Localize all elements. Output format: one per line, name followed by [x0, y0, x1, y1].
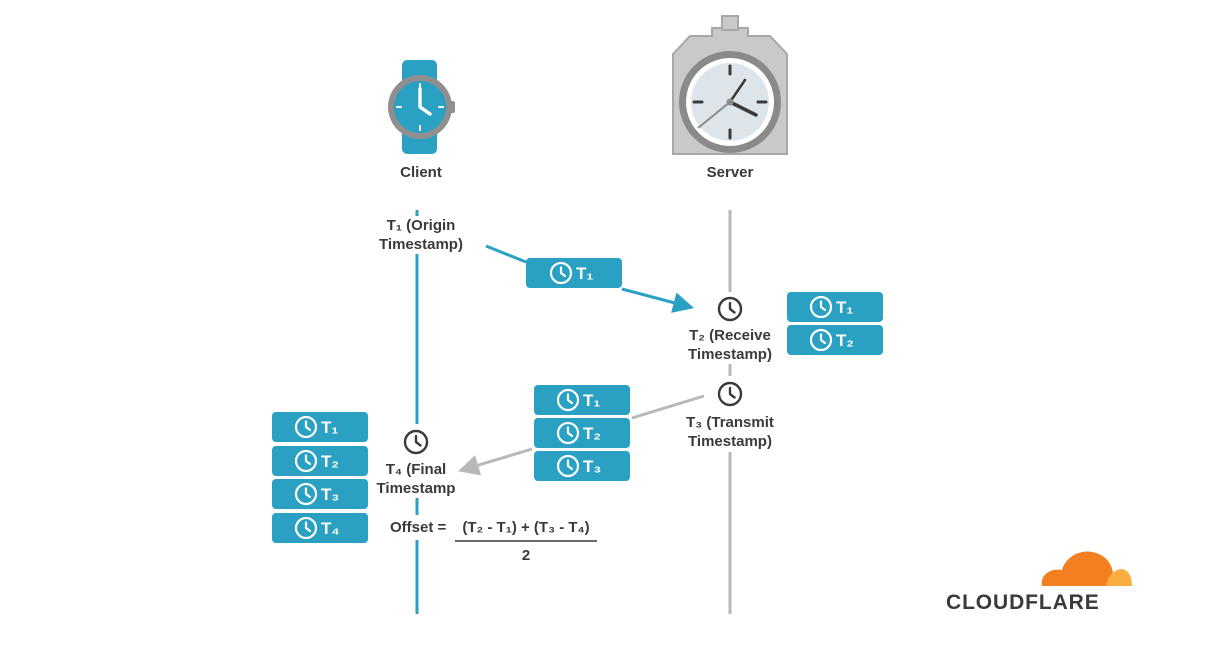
response-packet-badge-t2: T₂ — [534, 418, 630, 448]
svg-text:T₁: T₁ — [321, 418, 338, 437]
formula-denominator: 2 — [522, 547, 530, 564]
server-label: Server — [707, 164, 754, 181]
t2-event-label-line2: Timestamp) — [688, 346, 772, 363]
client-label: Client — [400, 164, 442, 181]
svg-text:T₁: T₁ — [836, 298, 853, 317]
t2-event-label: T₂ (Receive — [689, 327, 771, 344]
t3-clock-icon — [717, 381, 743, 407]
svg-text:T₁: T₁ — [576, 264, 593, 283]
svg-text:T₁: T₁ — [583, 391, 600, 410]
t4-clock-icon — [403, 429, 429, 455]
request-arrow — [485, 244, 695, 313]
offset-formula: Offset = (T₂ - T₁) + (T₃ - T₄) 2 — [390, 519, 597, 564]
client-stack-badge-t1: T₁ — [272, 412, 368, 442]
svg-text:T₂: T₂ — [836, 331, 854, 350]
server-stack-badge-t1: T₁ — [787, 292, 883, 322]
svg-text:T₂: T₂ — [583, 424, 601, 443]
t4-event-label-line2: Timestamp — [377, 480, 456, 497]
svg-text:T₃: T₃ — [321, 485, 339, 504]
t4-event-label: T₄ (Final — [386, 461, 446, 478]
svg-text:T₃: T₃ — [583, 457, 601, 476]
t3-event-label-line2: Timestamp) — [688, 433, 772, 450]
t2-clock-icon — [717, 296, 743, 322]
cloudflare-wordmark: CLOUDFLARE — [946, 591, 1100, 614]
cloud-icon — [1041, 551, 1132, 586]
formula-numerator: (T₂ - T₁) + (T₃ - T₄) — [462, 519, 589, 536]
t1-event-label: T₁ (Origin — [387, 217, 456, 234]
svg-text:T₂: T₂ — [321, 452, 339, 471]
svg-text:T₄: T₄ — [321, 519, 340, 538]
t3-event-label: T₃ (Transmit — [686, 414, 774, 431]
t1-event-label-line2: Timestamp) — [379, 236, 463, 253]
formula-lhs: Offset = — [390, 519, 447, 536]
response-packet-badge-t1: T₁ — [534, 385, 630, 415]
server-stack-badge-t2: T₂ — [787, 325, 883, 355]
response-packet-badge-t3: T₃ — [534, 451, 630, 481]
client-stack-badge-t3: T₃ — [272, 479, 368, 509]
response-arrow — [457, 394, 705, 476]
client-stack-badge-t2: T₂ — [272, 446, 368, 476]
wristwatch-icon — [388, 60, 455, 154]
client-stack-badge-t4: T₄ — [272, 513, 368, 543]
request-packet-badge-t1: T₁ — [526, 258, 622, 288]
cloudflare-logo: CLOUDFLARE — [946, 551, 1132, 614]
wall-clock-icon — [672, 15, 788, 155]
